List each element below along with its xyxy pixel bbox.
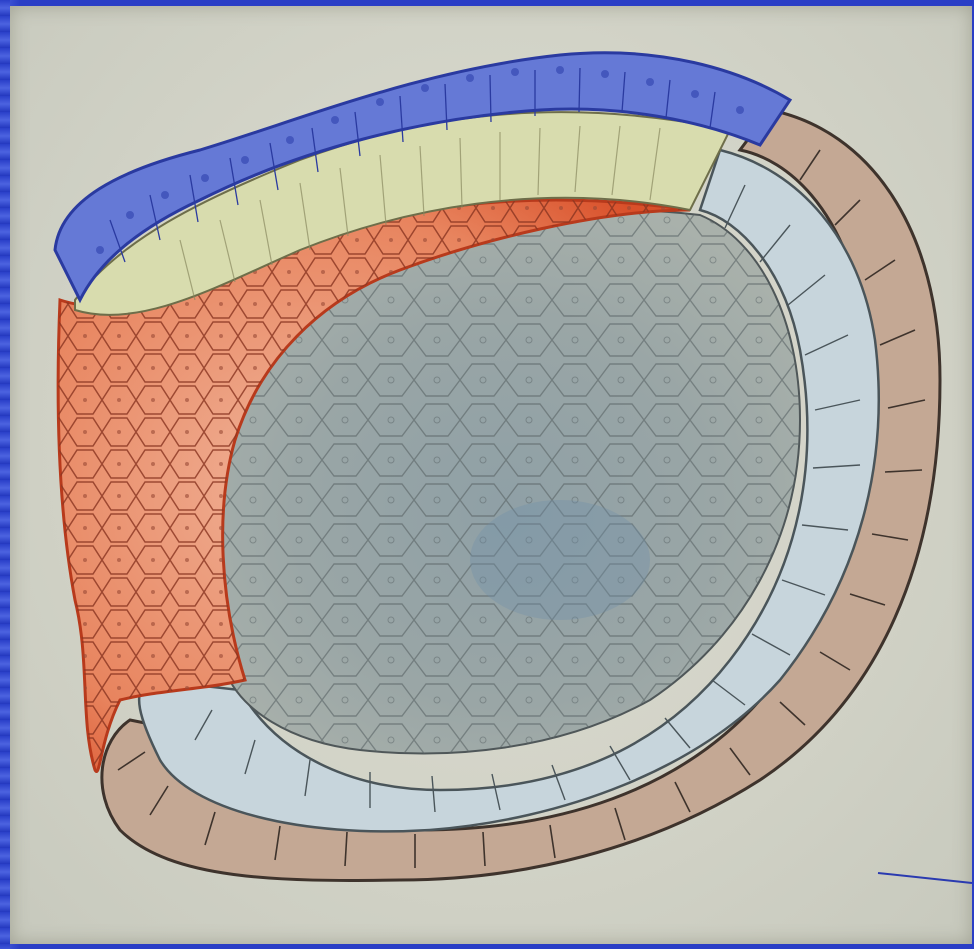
yolk-blue-shading: [470, 500, 650, 620]
pointer-line: [878, 873, 972, 883]
